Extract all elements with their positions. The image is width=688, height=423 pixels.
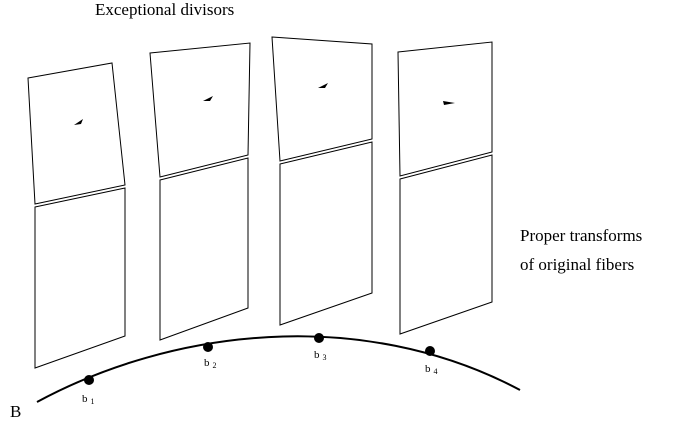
divisor-arrow-4 <box>443 101 455 105</box>
point-b1 <box>84 375 94 385</box>
exceptional-divisor-2 <box>149 42 251 178</box>
fiber-2 <box>149 42 251 341</box>
base-curve-label: B <box>10 402 21 421</box>
side-label-line-2: of original fibers <box>520 255 634 274</box>
base-curve <box>36 335 521 403</box>
title-exceptional-divisors: Exceptional divisors <box>95 0 234 19</box>
fiber-1 <box>27 62 126 369</box>
exceptional-divisor-1 <box>27 62 126 205</box>
fiber-4 <box>397 41 493 335</box>
point-b4 <box>425 346 435 356</box>
exceptional-divisor-3 <box>271 36 373 162</box>
divisor-arrow-1 <box>74 119 83 125</box>
exceptional-divisor-4 <box>397 41 493 177</box>
fiber-3 <box>271 36 373 326</box>
side-label-line-1: Proper transforms <box>520 226 642 245</box>
original-fiber-transform-2 <box>159 157 249 341</box>
point-b2 <box>203 342 213 352</box>
point-b3 <box>314 333 324 343</box>
divisor-arrow-2 <box>203 96 213 101</box>
divisor-arrow-3 <box>318 83 328 88</box>
original-fiber-transform-1 <box>34 187 126 369</box>
original-fiber-transform-3 <box>279 141 373 326</box>
original-fiber-transform-4 <box>399 154 493 335</box>
